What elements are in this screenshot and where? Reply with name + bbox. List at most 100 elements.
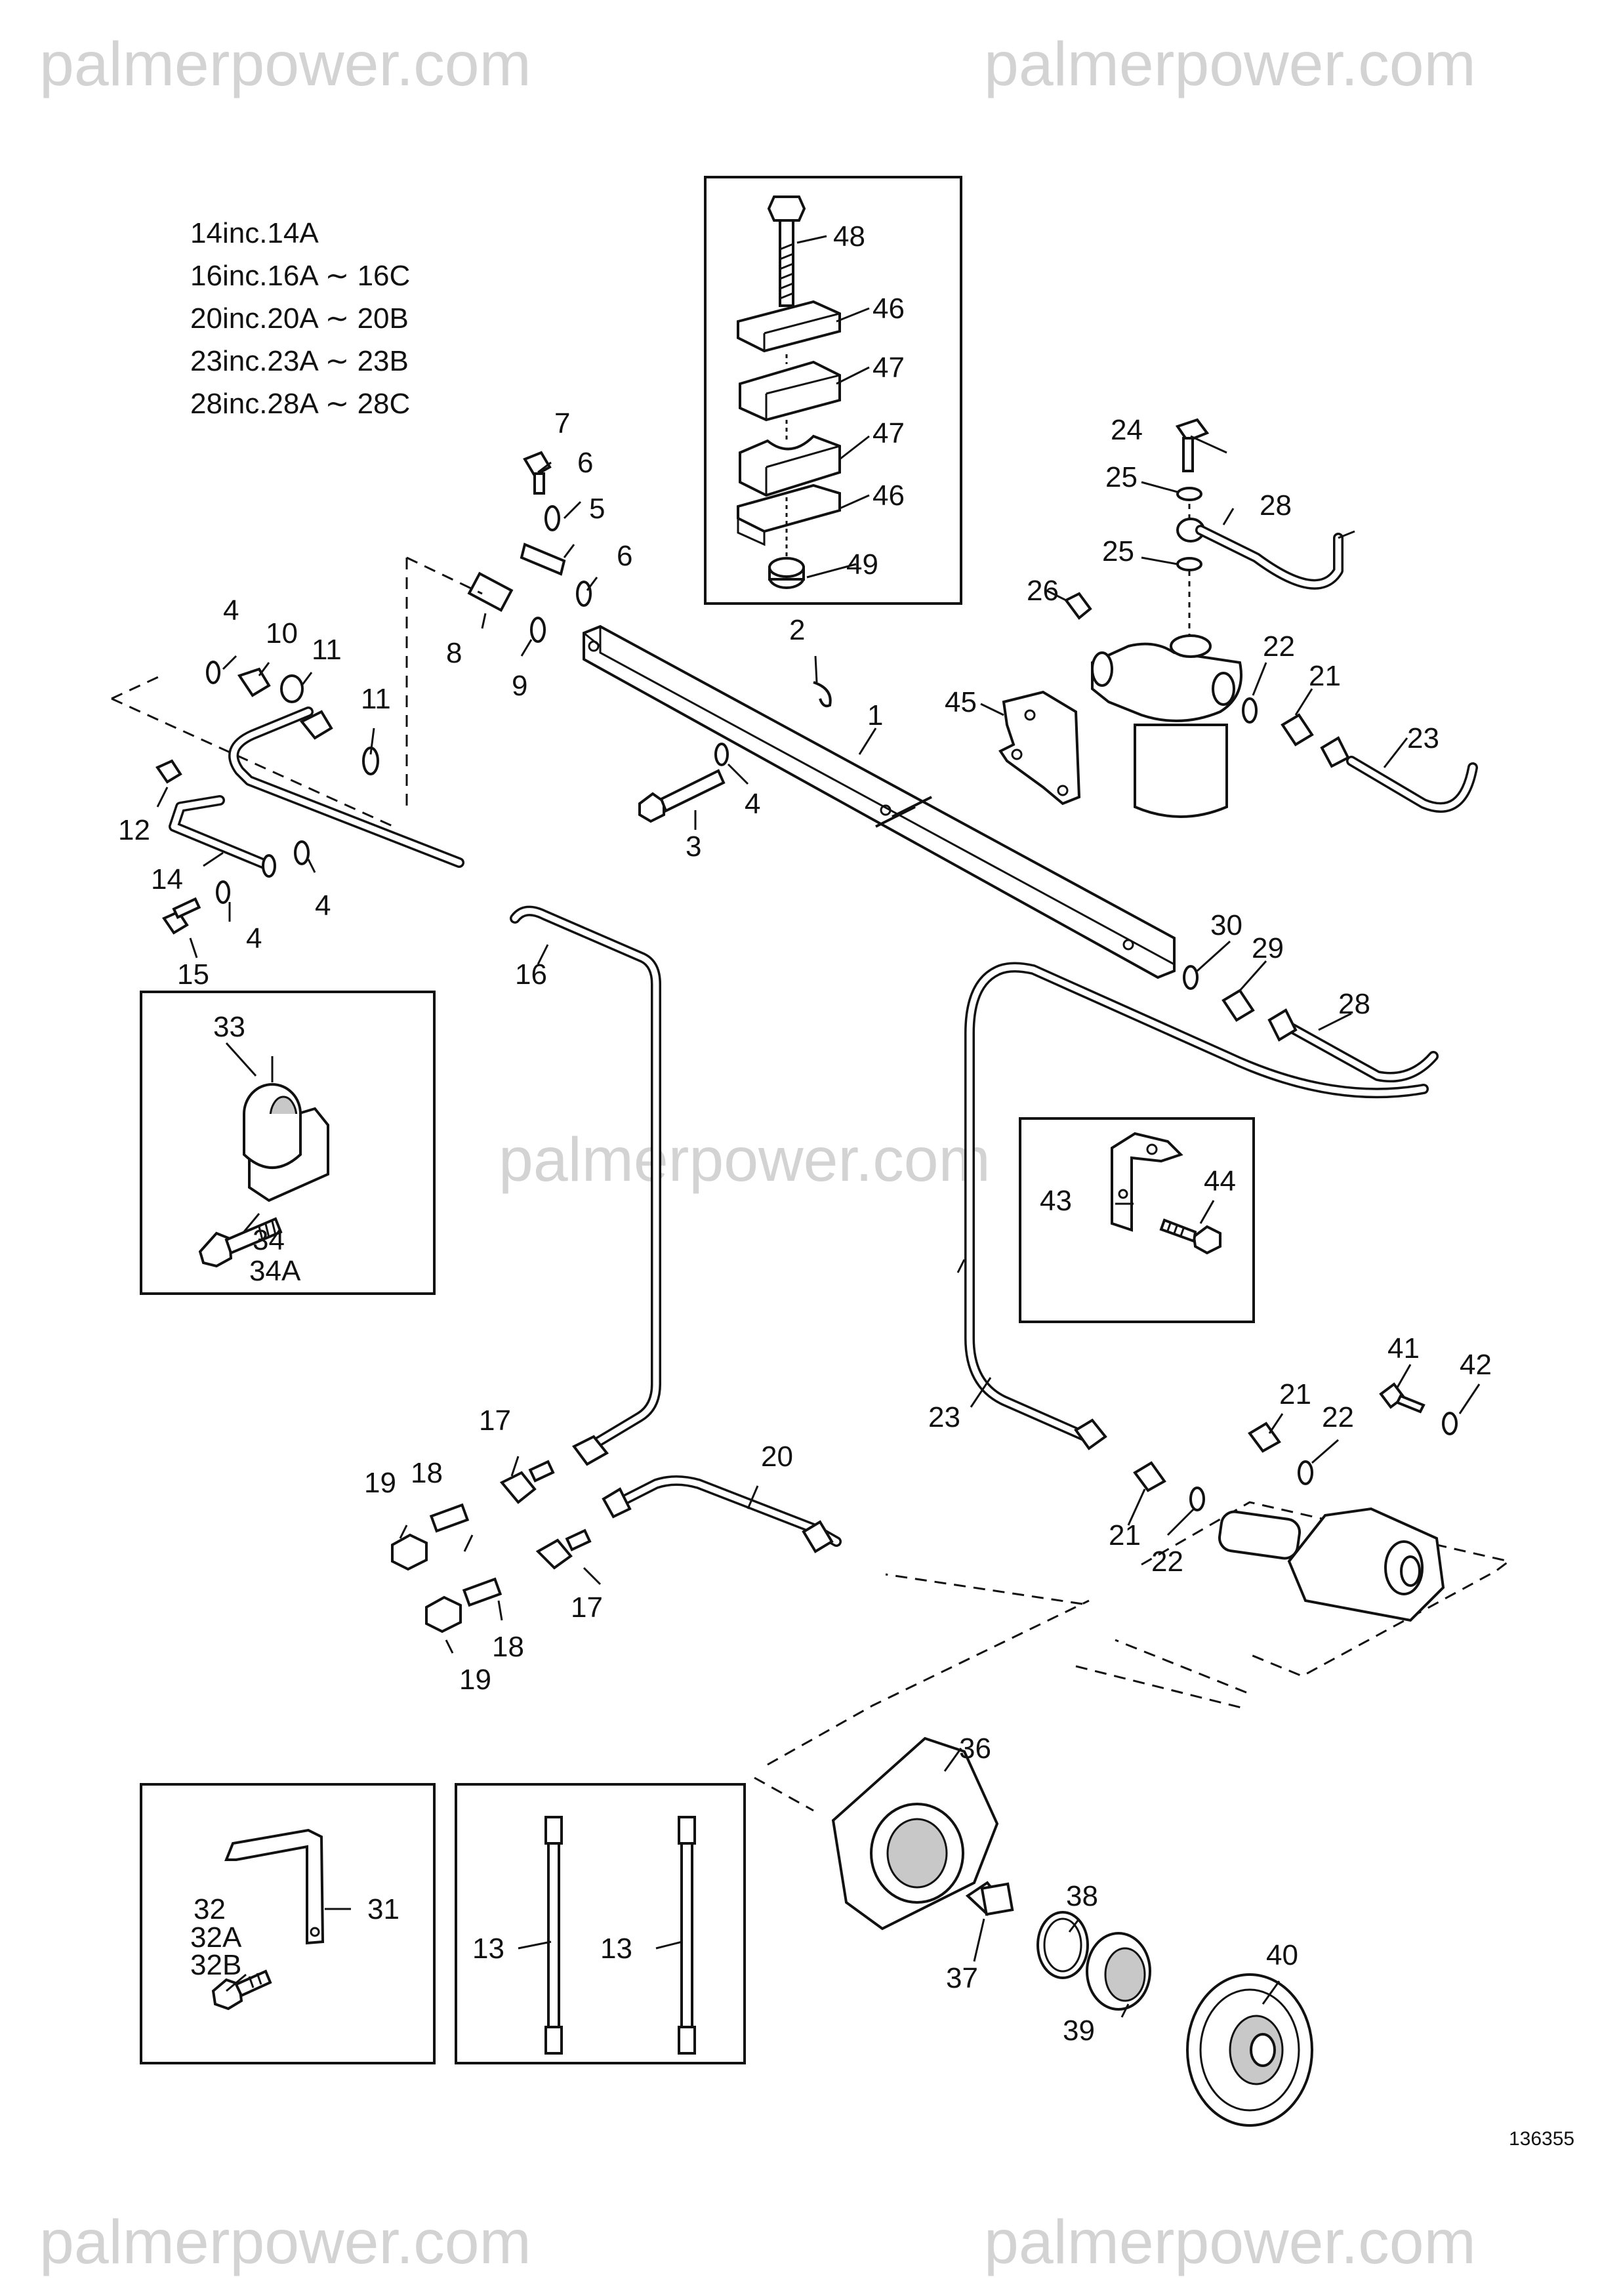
washer-25a [1176, 487, 1202, 501]
label-part-12: 12 [118, 814, 150, 846]
label-part-46-a: 46 [872, 293, 905, 325]
pipe-13a-top-fitting [544, 1816, 563, 1845]
fitting-21b [1248, 1422, 1281, 1453]
bolt-3-shank [659, 769, 726, 813]
clamp-block-47-upper [739, 360, 841, 422]
pipes-13-assembly [544, 1816, 696, 2055]
circlip-38 [1036, 1911, 1089, 1979]
label-part-41: 41 [1387, 1332, 1420, 1364]
label-part-6-b: 6 [617, 540, 632, 572]
washer-22b [1298, 1460, 1313, 1485]
union-17a [499, 1471, 537, 1504]
bracket-43-assembly [1111, 1132, 1221, 1255]
washer-30 [1183, 965, 1199, 990]
inset-box-bracket-31 [140, 1783, 436, 2064]
label-part-15: 15 [177, 958, 209, 991]
banjo-bolt-10 [237, 667, 271, 697]
bracket-31-assembly [211, 1828, 325, 2011]
label-part-22-b: 22 [1322, 1401, 1354, 1433]
bracket-43 [1111, 1132, 1183, 1232]
label-part-13-b: 13 [600, 1933, 632, 1965]
label-part-20: 20 [761, 1441, 793, 1473]
label-part-11-a: 11 [312, 634, 342, 666]
washer-4c [262, 854, 276, 878]
fitting-5 [520, 543, 566, 576]
washer-9 [530, 617, 546, 643]
unions-17-18-19 [391, 1460, 592, 1633]
label-part-44: 44 [1204, 1165, 1236, 1197]
label-part-19-b: 19 [459, 1664, 491, 1696]
clip-2 [813, 681, 832, 708]
label-part-22-a: 22 [1263, 630, 1295, 663]
label-part-32A: 32A [190, 1921, 242, 1954]
label-part-40: 40 [1266, 1939, 1298, 1971]
label-part-24: 24 [1111, 414, 1143, 446]
nut-23-top [1320, 736, 1350, 768]
label-part-3: 3 [686, 830, 701, 863]
washer-6b [576, 581, 592, 607]
label-part-38: 38 [1066, 1880, 1098, 1912]
drawing-number: 136355 [1509, 2128, 1574, 2150]
label-part-21-b: 21 [1279, 1378, 1311, 1410]
filter-element [1134, 724, 1228, 818]
gallery-end-fittings [467, 451, 592, 643]
nut-19a [391, 1533, 428, 1571]
label-part-21-c: 21 [1109, 1519, 1141, 1551]
label-part-23-a: 23 [1407, 722, 1439, 754]
inset-box-sleeve [140, 991, 436, 1295]
fuel-gallery-rail-1 [583, 625, 1176, 979]
label-part-48: 48 [833, 220, 865, 253]
nipple-18b [462, 1577, 503, 1607]
label-part-4-c: 4 [315, 890, 331, 922]
bolt-32-head [211, 1978, 243, 2011]
label-part-4-a: 4 [745, 788, 760, 820]
label-part-22-c: 22 [1151, 1546, 1183, 1578]
label-part-18-a: 18 [411, 1457, 443, 1489]
washer-4e [216, 880, 230, 904]
label-part-21-a: 21 [1309, 660, 1341, 692]
washer-11a [280, 674, 304, 703]
fuel-pump-assembly [1133, 1382, 1458, 1622]
label-part-30: 30 [1210, 909, 1242, 941]
label-part-14: 14 [151, 863, 183, 895]
plug-26 [1063, 592, 1092, 620]
clamp-half-46-lower [737, 483, 841, 533]
nut-19b [425, 1595, 462, 1633]
inset-box-clamp [704, 176, 962, 605]
banjo-bolt-24 [1175, 418, 1210, 443]
sleeve-assembly [198, 1083, 329, 1268]
label-part-11-b: 11 [361, 683, 391, 715]
bolt-3-head [638, 792, 665, 823]
washer-4 [714, 743, 729, 766]
washer-4d [294, 840, 310, 865]
pipe-13b-top-fitting [678, 1816, 696, 1845]
label-part-13-a: 13 [472, 1933, 504, 1965]
banjo-14 [299, 710, 333, 740]
label-part-37: 37 [946, 1962, 978, 1994]
watermark-bottom-right: palmerpower.com [984, 2207, 1476, 2277]
leader-lines [156, 235, 1481, 2018]
pump-inlet-stub [1218, 1510, 1302, 1560]
label-part-25-b: 25 [1102, 535, 1134, 567]
label-part-6-a: 6 [577, 447, 593, 479]
washer-4b [206, 661, 220, 684]
fuel-filter-assembly [998, 418, 1350, 818]
label-part-42: 42 [1460, 1349, 1492, 1381]
label-part-4-d: 4 [246, 922, 262, 954]
union-17b [535, 1538, 573, 1570]
label-part-28-b: 28 [1338, 988, 1370, 1020]
label-part-33: 33 [213, 1011, 245, 1043]
washer-22c [1189, 1486, 1205, 1511]
filter-head [1091, 642, 1242, 722]
inset-box-pipes-13 [455, 1783, 746, 2064]
watermark-bottom-left: palmerpower.com [39, 2207, 531, 2277]
dash-lines-right [754, 1501, 1511, 1812]
nut-28 [1267, 1008, 1298, 1042]
nipple-18a [429, 1503, 470, 1533]
bolt-7 [523, 451, 552, 478]
label-part-25-a: 25 [1105, 461, 1138, 493]
return-pipes-left [155, 661, 464, 935]
note-23: 23inc.23A ∼ 23B [190, 345, 409, 377]
clamp-assembly [737, 195, 841, 589]
